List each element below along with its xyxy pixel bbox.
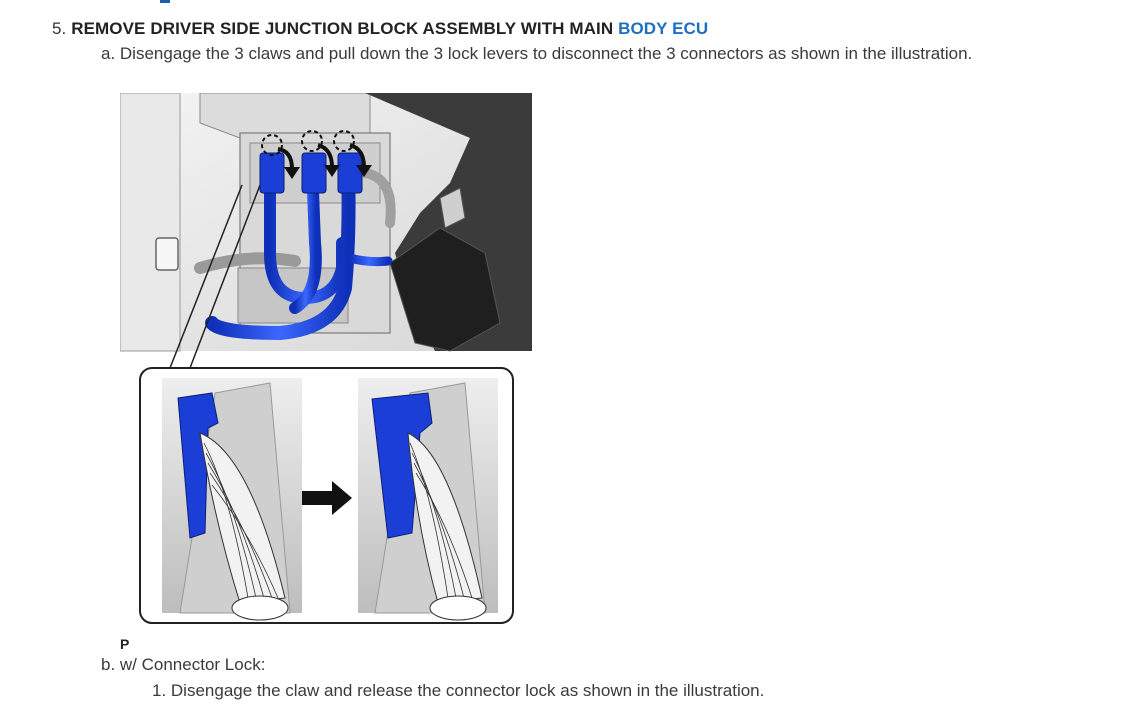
step-title: REMOVE DRIVER SIDE JUNCTION BLOCK ASSEMB… xyxy=(71,19,614,38)
callout-line-left xyxy=(169,184,243,369)
callout-line-right xyxy=(189,184,261,369)
substep-b-text: b. w/ Connector Lock: xyxy=(101,655,266,674)
transition-arrow xyxy=(302,481,352,515)
wire-harness-3 xyxy=(205,158,356,341)
connector-released xyxy=(371,392,433,539)
step-heading: 5. REMOVE DRIVER SIDE JUNCTION BLOCK ASS… xyxy=(52,19,708,39)
detail-before xyxy=(162,378,302,621)
figure-code: P xyxy=(120,636,130,652)
illustration-svg xyxy=(120,93,532,624)
claw-marker-2 xyxy=(301,130,323,152)
connector-unlocked xyxy=(177,392,219,539)
claw-marker-3 xyxy=(333,130,355,152)
top-accent-bar xyxy=(160,0,170,3)
connector-1 xyxy=(259,152,285,194)
connector-2 xyxy=(301,152,327,194)
junction-block-illustration xyxy=(120,93,532,653)
claw-marker-1 xyxy=(261,134,283,156)
substep-a-text: a. Disengage the 3 claws and pull down t… xyxy=(101,44,973,63)
detail-after xyxy=(358,378,498,621)
connector-3 xyxy=(337,152,363,194)
lever-arrows xyxy=(277,143,366,170)
substep-b-item-1: 1. Disengage the claw and release the co… xyxy=(152,681,765,700)
body-ecu-link[interactable]: BODY ECU xyxy=(618,19,709,38)
wire-harness-2 xyxy=(289,159,322,314)
step-number: 5. xyxy=(52,19,67,38)
